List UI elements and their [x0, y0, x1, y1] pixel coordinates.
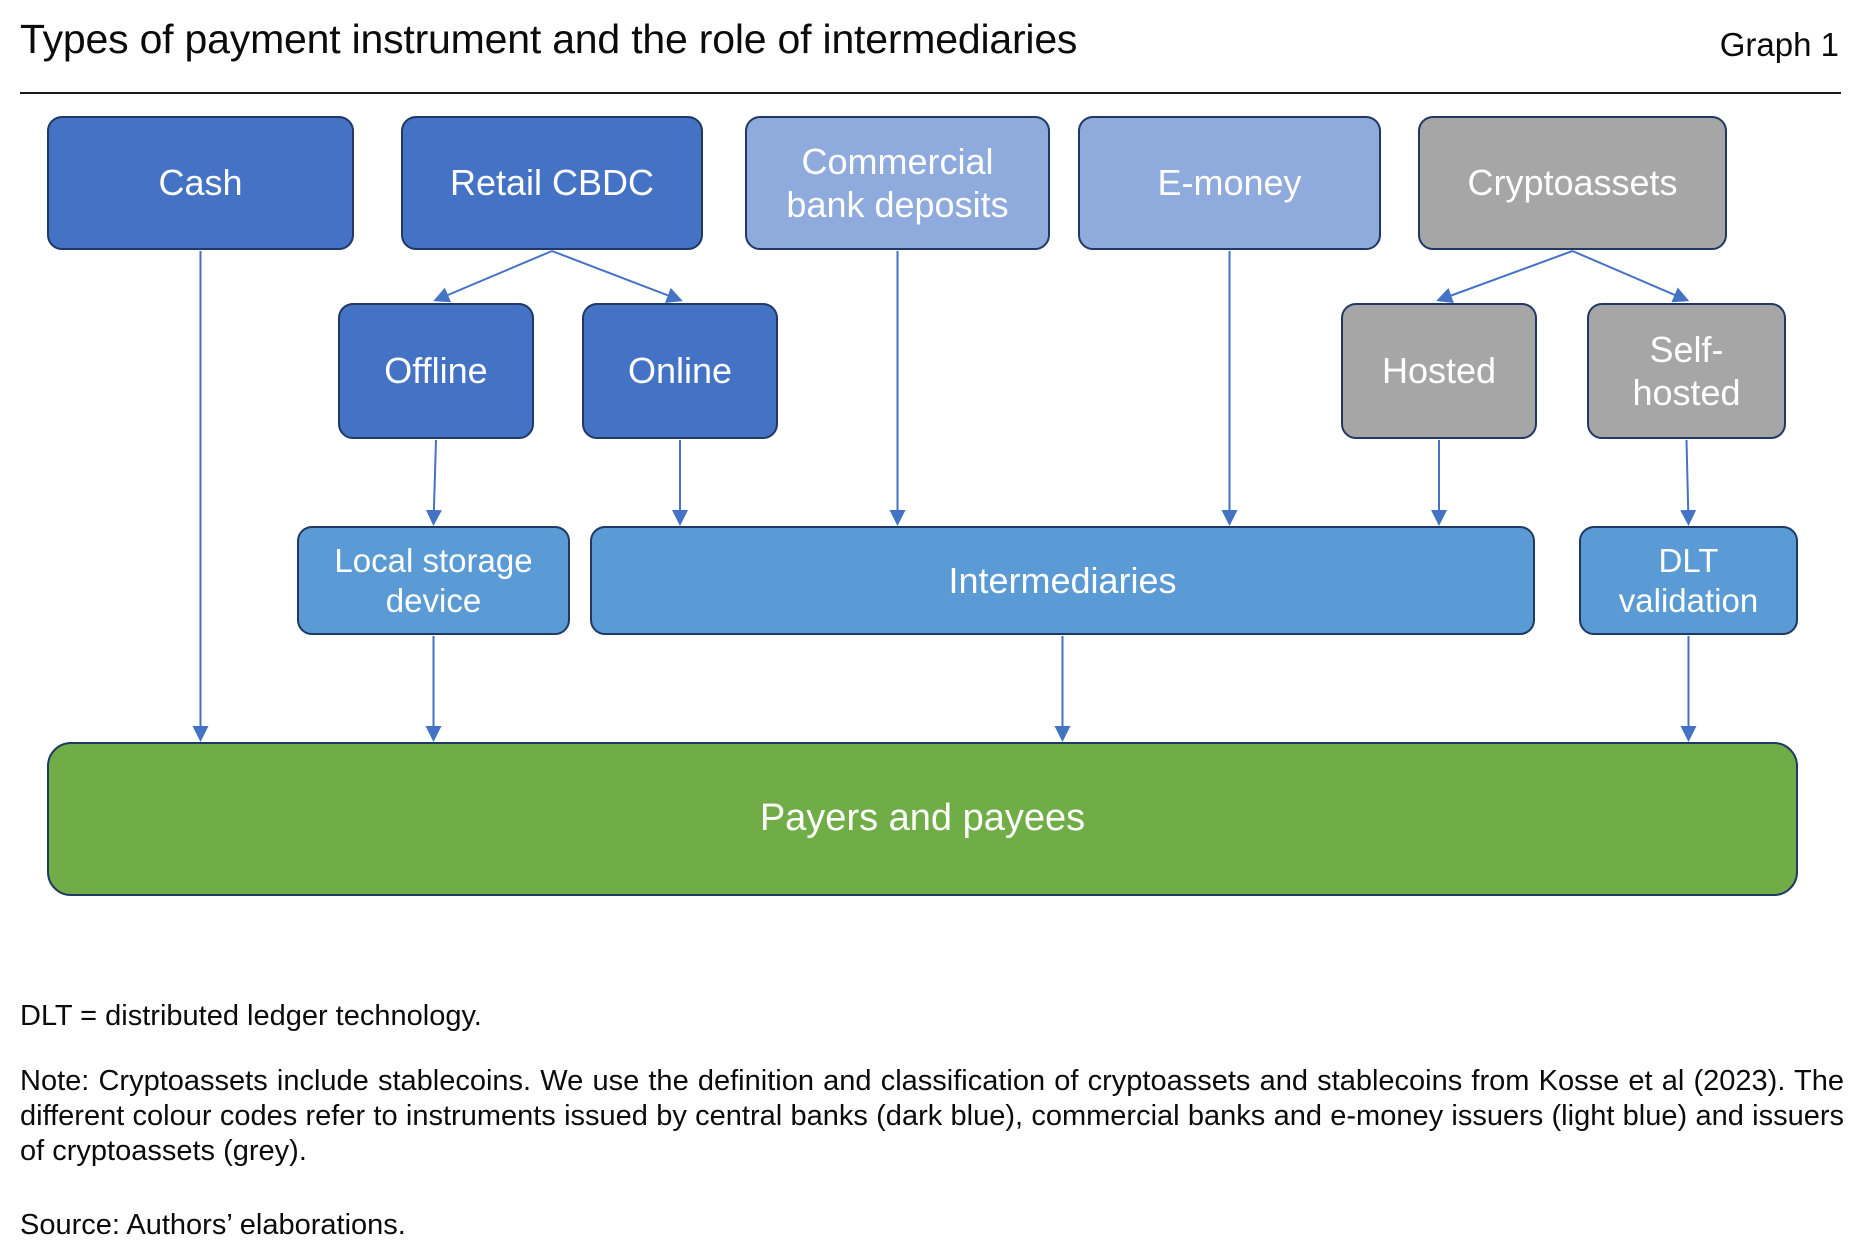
node-label: Cryptoassets	[1467, 162, 1678, 204]
node-dlt-validation: DLT validation	[1579, 526, 1798, 635]
node-payers-and-payees: Payers and payees	[47, 742, 1798, 896]
node-offline: Offline	[338, 303, 534, 439]
node-label: Intermediaries	[948, 559, 1177, 601]
node-label: DLT validation	[1618, 541, 1759, 619]
edge-offline-to-local_storage	[425, 439, 442, 526]
node-label: Payers and payees	[759, 797, 1086, 840]
edge-self_hosted-to-dlt_validation	[1680, 439, 1697, 526]
edge-cryptoassets-to-hosted	[1436, 250, 1573, 304]
node-intermediaries: Intermediaries	[590, 526, 1535, 635]
node-label: Cash	[158, 162, 243, 204]
node-hosted: Hosted	[1341, 303, 1537, 439]
node-retail-cbdc: Retail CBDC	[401, 116, 703, 250]
node-e-money: E-money	[1078, 116, 1381, 250]
node-label: E-money	[1157, 162, 1302, 204]
node-local-storage-device: Local storage device	[297, 526, 570, 635]
node-label: Online	[627, 350, 733, 392]
node-cryptoassets: Cryptoassets	[1418, 116, 1727, 250]
node-online: Online	[582, 303, 778, 439]
graph-number-label: Graph 1	[1719, 26, 1839, 63]
node-label: Self-hosted	[1632, 328, 1741, 413]
node-label: Hosted	[1381, 350, 1497, 392]
node-cash: Cash	[47, 116, 354, 250]
node-label: Commercial bank deposits	[786, 140, 1009, 225]
dlt-abbreviation-note: DLT = distributed ledger technology.	[20, 1000, 482, 1032]
figure-note: Note: Cryptoassets include stablecoins. …	[20, 1065, 1844, 1168]
figure-title: Types of payment instrument and the role…	[20, 16, 1078, 62]
node-commercial-bank-deposits: Commercial bank deposits	[745, 116, 1050, 250]
edge-retail_cbdc-to-offline	[433, 250, 553, 303]
edge-cryptoassets-to-self_hosted	[1572, 250, 1690, 303]
node-self-hosted: Self-hosted	[1587, 303, 1786, 439]
node-label: Local storage device	[334, 541, 533, 619]
node-label: Offline	[384, 350, 488, 392]
title-divider	[20, 92, 1841, 94]
node-label: Retail CBDC	[449, 162, 655, 204]
edge-retail_cbdc-to-online	[551, 250, 683, 303]
figure-source: Source: Authors’ elaborations.	[20, 1209, 406, 1241]
